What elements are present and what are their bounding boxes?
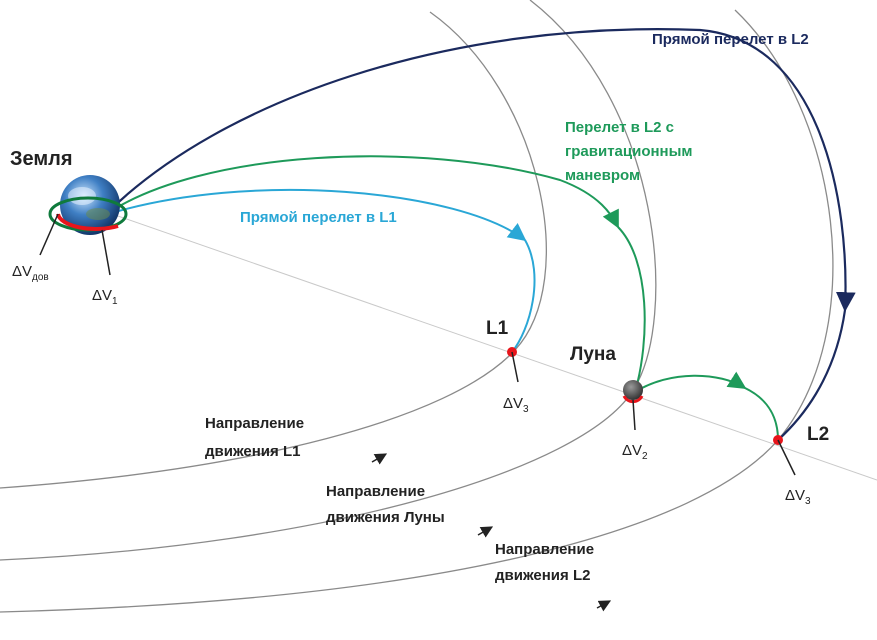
dv3-l2-tick — [777, 439, 796, 476]
dv3-l1-tick — [511, 351, 519, 383]
trajectory-gravity-l2-final — [744, 387, 779, 441]
dv3-l2-label: ΔV3 — [785, 487, 811, 507]
dv-dov-tick — [39, 213, 59, 256]
dv3-l1-label: ΔV3 — [503, 395, 529, 415]
l1-label: L1 — [486, 318, 509, 339]
dv1-symbol: ΔV — [92, 287, 112, 304]
gravity-l2-label: Перелет в L2 с гравитационным маневром — [565, 119, 697, 184]
dv-dov-symbol: ΔV — [12, 263, 32, 280]
orbit-moon — [0, 0, 657, 561]
dir-moon-label: Направление движения Луны — [326, 483, 445, 526]
direct-l1-label: Прямой перелет в L1 — [240, 209, 397, 226]
dv1-tick — [101, 229, 111, 276]
earth-icon — [48, 175, 128, 235]
dv-dov-label: ΔVдов — [12, 263, 49, 283]
orbit-l2 — [0, 9, 834, 613]
dir-l2-line-2: движения L2 — [495, 567, 590, 584]
moon-icon — [623, 380, 643, 400]
dv3-l2-sub: 3 — [805, 496, 811, 507]
dv3-l2-symbol: ΔV — [785, 487, 805, 504]
dv3-l1-symbol: ΔV — [503, 395, 523, 412]
trajectory-gravity-l2 — [104, 155, 619, 229]
direction-arrow-l2 — [596, 600, 612, 612]
trajectory-direct-l2-end — [777, 309, 847, 441]
l2-label: L2 — [807, 424, 829, 445]
dir-moon-line-2: движения Луны — [326, 509, 445, 526]
dv1-label: ΔV1 — [92, 287, 118, 307]
trajectory-gravity-l2-mid — [617, 226, 646, 393]
dv2-tick — [632, 399, 636, 431]
dir-l1-label: Направление движения L1 — [205, 415, 308, 460]
dv2-label: ΔV2 — [622, 442, 648, 462]
dir-l1-line-2: движения L1 — [205, 443, 300, 460]
dv-dov-sub: дов — [32, 272, 49, 283]
gravity-l2-line-2: гравитационным — [565, 143, 693, 160]
dir-l1-line-1: Направление — [205, 415, 304, 432]
earth-moon-axis — [94, 207, 877, 481]
gravity-l2-line-3: маневром — [565, 167, 640, 184]
dir-moon-line-1: Направление — [326, 483, 425, 500]
gravity-l2-line-1: Перелет в L2 с — [565, 119, 674, 136]
dir-l2-label: Направление движения L2 — [495, 541, 598, 584]
dir-l2-line-1: Направление — [495, 541, 594, 558]
earth-label: Земля — [10, 148, 73, 170]
trajectory-direct-l1 — [104, 189, 527, 242]
dv1-sub: 1 — [112, 296, 118, 307]
trajectory-direct-l1-end — [511, 239, 536, 353]
trajectory-direct-l2 — [104, 28, 856, 312]
dv2-sub: 2 — [642, 451, 648, 462]
direct-l2-label: Прямой перелет в L2 — [652, 31, 809, 48]
moon-label: Луна — [570, 344, 616, 365]
direction-arrow-l1 — [371, 453, 388, 465]
dv2-symbol: ΔV — [622, 442, 642, 459]
direction-arrow-moon — [477, 526, 494, 538]
trajectory-gravity-l2-after-moon — [634, 371, 747, 393]
dv3-l1-sub: 3 — [523, 404, 529, 415]
